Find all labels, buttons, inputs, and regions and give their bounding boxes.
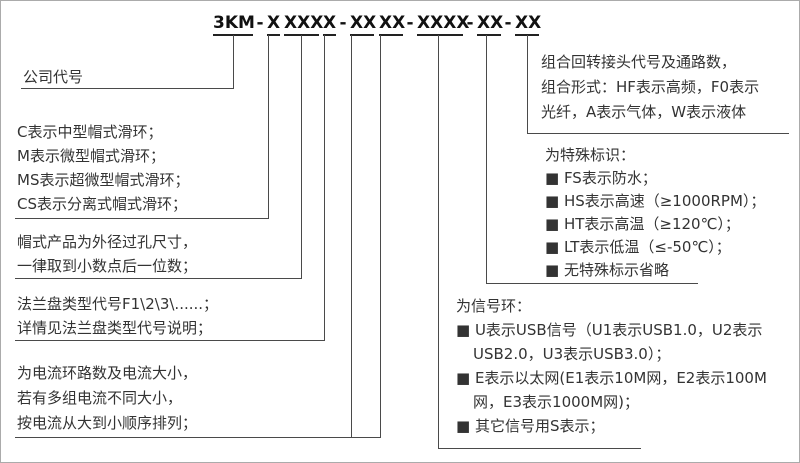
connector-line-company: [233, 35, 234, 89]
connector-line-rotary: [527, 35, 528, 134]
model-segment-current-2: XX: [379, 13, 405, 36]
annotation-rotary-joint: 组合回转接头代号及通路数， 组合形式：HF表示高频，F0表示 光纤，A表示气体，…: [541, 50, 759, 125]
connector-line-cap-type: [268, 35, 269, 219]
annotation-special-marks: 为特殊标识： ■ FS表示防水； ■ HS表示高速（≥1000RPM）； ■ H…: [545, 144, 765, 282]
model-separator: -: [466, 13, 474, 33]
underline-company: [21, 88, 234, 89]
model-segment-flange: X: [323, 13, 336, 36]
model-separator: -: [256, 13, 264, 33]
model-separator: -: [504, 13, 512, 33]
text-line: 法兰盘类型代号F1\2\3\......；: [17, 295, 219, 313]
annotation-signal-rings: 为信号环： ■ U表示USB信号（U1表示USB1.0，U2表示 USB2.0，…: [456, 294, 767, 438]
connector-line-signal: [438, 35, 439, 449]
model-separator: -: [406, 13, 414, 33]
connector-line-diameter: [301, 35, 302, 279]
text-line: 网，E3表示1000M网)；: [473, 393, 639, 411]
text-line: ■ 其它信号用S表示；: [456, 417, 605, 435]
model-segment-current-1: XX: [350, 13, 376, 36]
underline-signal: [438, 448, 641, 449]
text-line: ■ LT表示低温（≤-50℃）；: [545, 238, 731, 256]
connector-line-flange: [324, 35, 325, 341]
text-line: 为特殊标识：: [545, 146, 636, 164]
text-line: 组合形式：HF表示高频，F0表示: [541, 78, 760, 96]
annotation-cap-type: C表示中型帽式滑环； M表示微型帽式滑环； MS表示超微型帽式滑环； CS表示分…: [17, 120, 189, 216]
underline-special: [486, 283, 698, 284]
text-line: CS表示分离式帽式滑环；: [17, 195, 187, 213]
text-line: 帽式产品为外径过孔尺寸，: [17, 233, 198, 251]
model-segment-rotary: XX: [515, 13, 541, 36]
connector-line-special: [486, 35, 487, 284]
text-line: ■ 无特殊标示省略: [545, 261, 669, 279]
text-line: 公司代号: [23, 68, 84, 86]
text-line: ■ HT表示高温（≥120℃）；: [545, 215, 740, 233]
underline-current: [15, 437, 381, 438]
text-line: 为信号环：: [456, 297, 532, 315]
connector-line-current-2: [380, 35, 381, 438]
annotation-flange-type: 法兰盘类型代号F1\2\3\......； 详情见法兰盘类型代号说明；: [17, 292, 218, 340]
text-line: ■ E表示以太网(E1表示10M网，E2表示100M: [456, 369, 767, 387]
text-line: USB2.0，U3表示USB3.0）；: [473, 345, 671, 363]
underline-cap-type: [15, 218, 269, 219]
annotation-current-circuits: 为电流环路数及电流大小， 若有多组电流不同大小， 按电流从大到小顺序排列；: [17, 361, 197, 436]
text-line: ■ FS表示防水；: [545, 169, 657, 187]
text-line: 详情见法兰盘类型代号说明；: [17, 319, 213, 337]
text-line: 组合回转接头代号及通路数，: [541, 53, 737, 71]
annotation-company-code: 公司代号: [23, 65, 83, 89]
connector-line-current-1: [351, 35, 352, 438]
model-segment-signal: XXXX: [417, 13, 469, 36]
text-line: C表示中型帽式滑环；: [17, 123, 163, 141]
model-segment-cap-type: X: [267, 13, 280, 36]
underline-rotary: [527, 133, 789, 134]
text-line: 按电流从大到小顺序排列；: [17, 414, 198, 432]
annotation-outer-diameter: 帽式产品为外径过孔尺寸， 一律取到小数点后一位数；: [17, 230, 197, 278]
text-line: ■ HS表示高速（≥1000RPM）；: [545, 192, 766, 210]
model-separator: -: [339, 13, 347, 33]
text-line: M表示微型帽式滑环；: [17, 147, 165, 165]
text-line: 若有多组电流不同大小，: [17, 389, 183, 407]
text-line: ■ U表示USB信号（U1表示USB1.0，U2表示: [456, 321, 763, 339]
underline-flange: [15, 340, 325, 341]
text-line: MS表示超微型帽式滑环；: [17, 171, 190, 189]
text-line: 光纤，A表示气体，W表示液体: [541, 103, 747, 121]
text-line: 一律取到小数点后一位数；: [17, 257, 198, 275]
model-segment-special: XX: [477, 13, 503, 36]
text-line: 为电流环路数及电流大小，: [17, 364, 198, 382]
underline-diameter: [15, 278, 302, 279]
model-segment-prefix: 3KM: [213, 13, 255, 36]
model-segment-diameter: XXX: [284, 13, 323, 36]
